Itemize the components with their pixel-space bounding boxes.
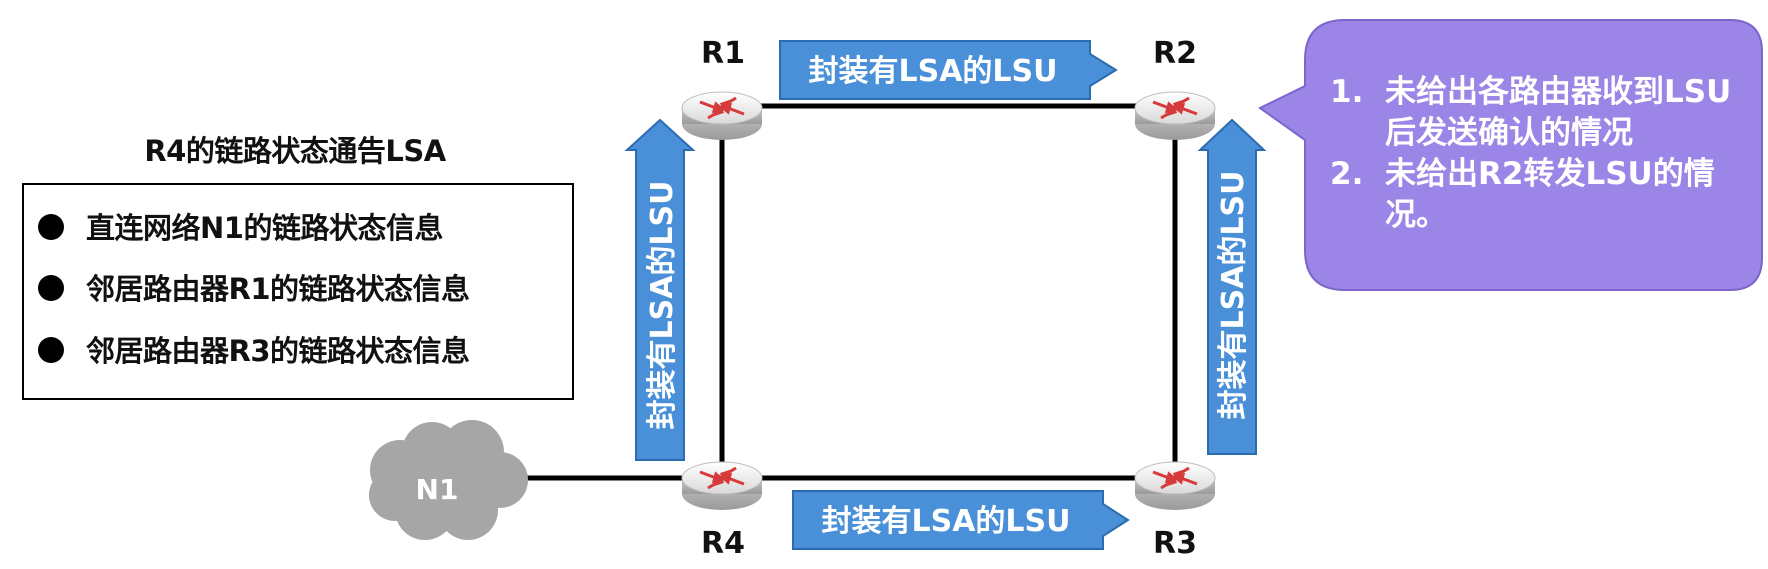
arrow-r4-to-r3-label: 封装有LSA的LSU — [821, 504, 1070, 539]
bullet-icon — [38, 337, 64, 363]
arrow-r3-to-r2: 封装有LSA的LSU — [1197, 118, 1267, 455]
router-r3-label: R3 — [1153, 526, 1197, 561]
router-r4-label: R4 — [701, 526, 745, 561]
arrow-r4-to-r1: 封装有LSA的LSU — [624, 118, 696, 461]
arrow-r4-to-r1-label: 封装有LSA的LSU — [645, 180, 680, 429]
links — [515, 103, 1178, 481]
lsa-panel-title: R4的链路状态通告LSA — [144, 134, 446, 168]
note-item: 2. 未给出R2转发LSU的情况。 — [1330, 156, 1715, 233]
lsa-item: 邻居路由器R3的链路状态信息 — [38, 328, 470, 370]
network-n1-label: N1 — [416, 473, 459, 506]
lsa-item: 邻居路由器R1的链路状态信息 — [38, 266, 470, 308]
lsa-panel: 直连网络N1的链路状态信息 邻居路由器R1的链路状态信息 邻居路由器R3的链路状… — [22, 183, 574, 400]
bullet-icon — [38, 275, 64, 301]
router-r2-label: R2 — [1153, 36, 1197, 71]
arrow-r4-to-r3: 封装有LSA的LSU — [792, 490, 1130, 550]
arrow-r3-to-r2-label: 封装有LSA的LSU — [1216, 170, 1251, 419]
note-item: 1. 未给出各路由器收到LSU后发送确认的情况 — [1330, 74, 1732, 151]
bullet-icon — [38, 214, 64, 240]
arrow-r1-to-r2-label: 封装有LSA的LSU — [808, 54, 1057, 89]
note-text: 1. 未给出各路由器收到LSU后发送确认的情况 2. 未给出R2转发LSU的情况… — [1300, 72, 1760, 236]
arrow-r1-to-r2: 封装有LSA的LSU — [779, 40, 1118, 100]
note-callout — [1258, 19, 1763, 291]
lsa-item: 直连网络N1的链路状态信息 — [38, 205, 443, 247]
router-r1-label: R1 — [701, 36, 745, 71]
network-n1-cloud — [369, 420, 528, 540]
